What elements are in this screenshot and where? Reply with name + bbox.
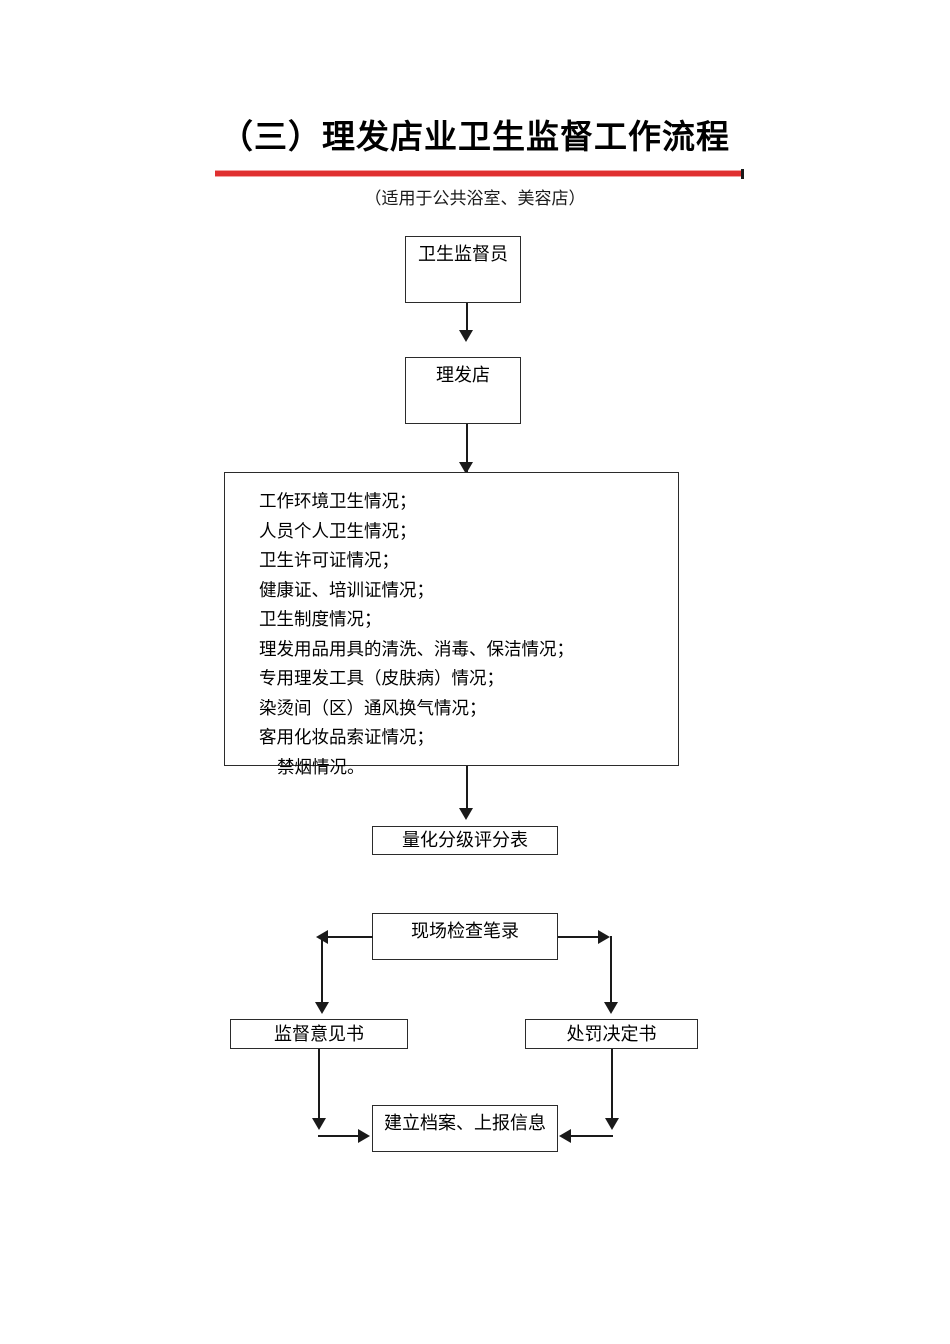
connector-penalty-to-archive-horizontal (571, 1135, 613, 1137)
node-inspection-record: 现场检查笔录 (372, 913, 558, 960)
page-title: （三）理发店业卫生监督工作流程 (220, 117, 730, 156)
arrowhead-record-to-penalty-down (604, 1002, 618, 1014)
connector-record-to-opinion-horizontal (328, 936, 373, 938)
connector-penalty-to-archive-vertical (611, 1049, 613, 1123)
arrowhead-penalty-to-archive-left (559, 1129, 571, 1143)
node-supervision-opinion: 监督意见书 (230, 1019, 408, 1049)
checklist-item: 卫生许可证情况； (259, 550, 399, 570)
node-inspector-label: 卫生监督员 (418, 244, 508, 264)
node-archive-report-label: 建立档案、上报信息 (384, 1113, 546, 1133)
checklist-list: 工作环境卫生情况； 人员个人卫生情况； 卫生许可证情况； 健康证、培训证情况； … (225, 487, 678, 782)
connector-record-to-penalty-vertical (610, 936, 612, 1008)
arrowhead-checklist-to-score-sheet (459, 808, 473, 820)
connector-opinion-to-archive-vertical (318, 1049, 320, 1123)
connector-checklist-to-score-sheet (466, 766, 468, 815)
node-score-sheet-label: 量化分级评分表 (402, 830, 528, 851)
arrowhead-record-to-opinion-down (315, 1002, 329, 1014)
arrowhead-record-to-penalty-right (598, 930, 610, 944)
connector-inspector-to-barbershop (466, 303, 468, 336)
node-penalty-decision: 处罚决定书 (525, 1019, 698, 1049)
node-score-sheet: 量化分级评分表 (372, 826, 558, 855)
checklist-item: 染烫间（区）通风换气情况； (259, 697, 487, 718)
arrowhead-barbershop-to-checklist (459, 462, 473, 474)
arrowhead-inspector-to-barbershop (459, 330, 473, 342)
node-supervision-opinion-label: 监督意见书 (274, 1023, 364, 1044)
arrowhead-opinion-to-archive-right (358, 1129, 370, 1143)
node-inspector: 卫生监督员 (405, 236, 521, 303)
checklist-item: 禁烟情况。 (277, 756, 365, 777)
checklist-item: 工作环境卫生情况； (259, 491, 417, 511)
node-barbershop-label: 理发店 (436, 365, 490, 385)
checklist-item: 专用理发工具（皮肤病）情况； (259, 668, 504, 688)
node-inspection-record-label: 现场检查笔录 (411, 921, 519, 941)
checklist-item: 健康证、培训证情况； (259, 579, 434, 600)
connector-record-to-penalty-horizontal (558, 936, 607, 938)
connector-opinion-to-archive-horizontal (318, 1135, 360, 1137)
checklist-item: 卫生制度情况； (259, 609, 382, 629)
node-archive-report: 建立档案、上报信息 (372, 1105, 558, 1152)
title-underline-end-cap (741, 169, 744, 179)
node-inspection-checklist: 工作环境卫生情况； 人员个人卫生情况； 卫生许可证情况； 健康证、培训证情况； … (224, 472, 679, 777)
title-underline-rule (215, 170, 744, 177)
arrowhead-penalty-down (605, 1118, 619, 1130)
page-subtitle: （适用于公共浴室、美容店） (364, 189, 586, 208)
connector-barbershop-to-checklist (466, 424, 468, 472)
node-penalty-decision-label: 处罚决定书 (566, 1023, 657, 1044)
checklist-item: 客用化妆品索证情况； (259, 727, 434, 747)
checklist-item: 人员个人卫生情况； (259, 520, 417, 541)
arrowhead-opinion-down (312, 1118, 326, 1130)
checklist-item: 理发用品用具的清洗、消毒、保洁情况； (259, 638, 574, 659)
node-barbershop: 理发店 (405, 357, 521, 424)
connector-record-to-opinion-vertical (321, 936, 323, 1008)
